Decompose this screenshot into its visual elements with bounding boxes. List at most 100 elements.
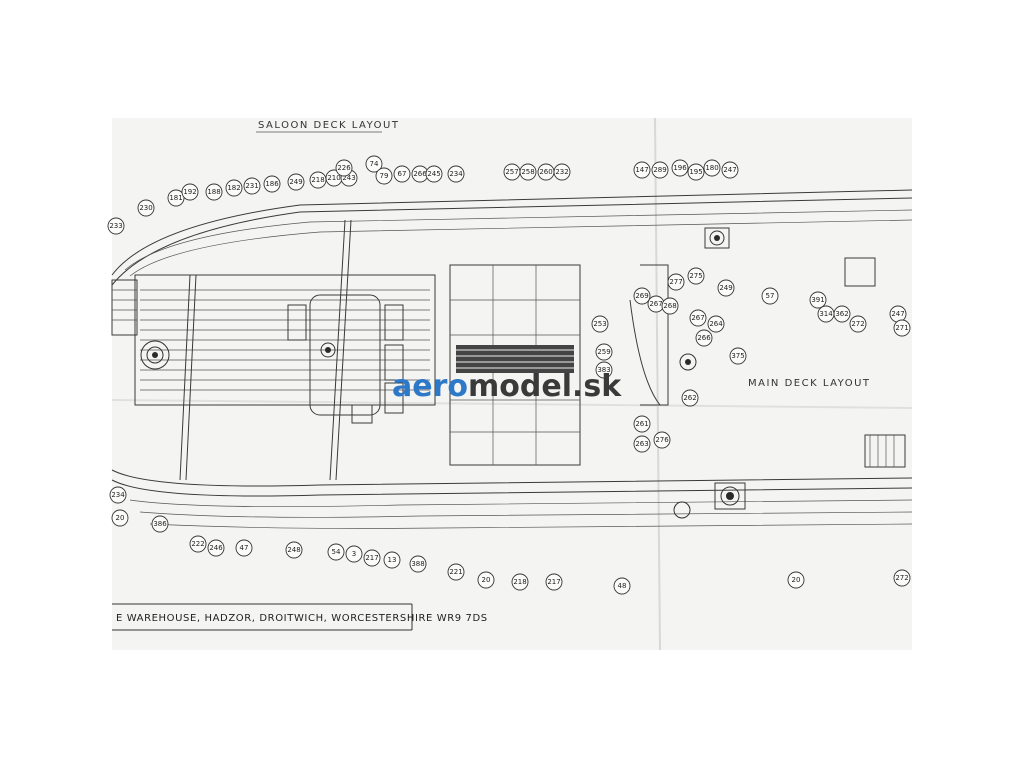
callout-289: 289 <box>651 161 669 179</box>
svg-text:147: 147 <box>635 166 648 174</box>
callout-226: 226 <box>335 159 353 177</box>
address-box: E WAREHOUSE, HADZOR, DROITWICH, WORCESTE… <box>112 603 488 631</box>
callout-386: 386 <box>151 515 169 533</box>
svg-text:267: 267 <box>649 300 662 308</box>
svg-text:54: 54 <box>332 548 341 556</box>
svg-text:217: 217 <box>365 554 378 562</box>
callout-383: 383 <box>595 361 613 379</box>
callout-196: 196 <box>671 159 689 177</box>
svg-text:48: 48 <box>618 582 627 590</box>
callout-74: 74 <box>365 155 383 173</box>
callout-195: 195 <box>687 163 705 181</box>
svg-text:289: 289 <box>653 166 666 174</box>
callout-258: 258 <box>519 163 537 181</box>
callout-271: 271 <box>893 319 911 337</box>
callout-180: 180 <box>703 159 721 177</box>
callout-388: 388 <box>409 555 427 573</box>
svg-text:386: 386 <box>153 520 167 528</box>
callout-272: 272 <box>893 569 911 587</box>
svg-text:247: 247 <box>723 166 736 174</box>
svg-text:269: 269 <box>635 292 648 300</box>
main-deck-hatch <box>844 257 906 468</box>
svg-text:249: 249 <box>289 178 302 186</box>
svg-text:314: 314 <box>819 310 833 318</box>
svg-text:272: 272 <box>895 574 908 582</box>
rails <box>179 219 352 481</box>
callout-217: 217 <box>363 549 381 567</box>
callout-20: 20 <box>477 571 495 589</box>
svg-text:221: 221 <box>449 568 462 576</box>
svg-text:245: 245 <box>427 170 440 178</box>
svg-text:272: 272 <box>851 320 864 328</box>
callout-275: 275 <box>687 267 705 285</box>
svg-text:383: 383 <box>597 366 610 374</box>
svg-text:180: 180 <box>705 164 718 172</box>
svg-text:230: 230 <box>139 204 152 212</box>
windlass <box>629 264 697 519</box>
fold-line-horizontal <box>111 399 913 409</box>
callout-182: 182 <box>225 179 243 197</box>
svg-text:243: 243 <box>342 174 355 182</box>
callout-54: 54 <box>327 543 345 561</box>
callout-314: 314 <box>817 305 835 323</box>
callout-218: 218 <box>511 573 529 591</box>
passenger-seat-grid <box>449 264 581 466</box>
svg-text:249: 249 <box>719 284 732 292</box>
svg-text:195: 195 <box>689 168 702 176</box>
svg-text:271: 271 <box>895 324 908 332</box>
callout-234: 234 <box>447 165 465 183</box>
svg-text:20: 20 <box>482 576 491 584</box>
svg-text:210: 210 <box>327 174 340 182</box>
svg-text:74: 74 <box>370 160 379 168</box>
svg-text:3: 3 <box>352 550 356 558</box>
svg-text:391: 391 <box>811 296 824 304</box>
svg-text:262: 262 <box>683 394 696 402</box>
watermark-brand: aero <box>392 369 468 404</box>
callout-259: 259 <box>595 343 613 361</box>
svg-text:257: 257 <box>505 168 518 176</box>
svg-text:218: 218 <box>513 578 526 586</box>
callout-48: 48 <box>613 577 631 595</box>
hull-outline <box>111 189 913 529</box>
fold-line-vertical <box>654 117 661 651</box>
svg-text:276: 276 <box>655 436 669 444</box>
callout-234: 234 <box>109 486 127 504</box>
svg-text:67: 67 <box>398 170 407 178</box>
callout-249: 249 <box>717 279 735 297</box>
callout-262: 262 <box>681 389 699 407</box>
callout-188: 188 <box>205 183 223 201</box>
svg-text:182: 182 <box>227 184 240 192</box>
svg-text:196: 196 <box>673 164 687 172</box>
callout-247: 247 <box>889 305 907 323</box>
callout-276: 276 <box>653 431 671 449</box>
svg-text:13: 13 <box>388 556 397 564</box>
callout-261: 261 <box>633 415 651 433</box>
svg-text:246: 246 <box>209 544 223 552</box>
svg-text:226: 226 <box>337 164 351 172</box>
callout-263: 263 <box>633 435 651 453</box>
svg-text:233: 233 <box>109 222 122 230</box>
svg-text:192: 192 <box>183 188 196 196</box>
svg-text:375: 375 <box>731 352 744 360</box>
svg-text:234: 234 <box>449 170 463 178</box>
callout-245: 245 <box>425 165 443 183</box>
callout-221: 221 <box>447 563 465 581</box>
callout-79: 79 <box>375 167 393 185</box>
main-deck-title: MAIN DECK LAYOUT <box>748 378 871 389</box>
svg-text:181: 181 <box>169 194 182 202</box>
callout-231: 231 <box>243 177 261 195</box>
callout-267: 267 <box>647 295 665 313</box>
svg-text:79: 79 <box>380 172 389 180</box>
svg-text:260: 260 <box>539 168 552 176</box>
callout-260: 260 <box>537 163 555 181</box>
address-text: E WAREHOUSE, HADZOR, DROITWICH, WORCESTE… <box>116 613 488 624</box>
callout-268: 268 <box>661 297 679 315</box>
callout-253: 253 <box>591 315 609 333</box>
svg-text:20: 20 <box>792 576 801 584</box>
callout-391: 391 <box>809 291 827 309</box>
callout-269: 269 <box>633 287 651 305</box>
svg-text:259: 259 <box>597 348 610 356</box>
svg-text:268: 268 <box>663 302 676 310</box>
callout-186: 186 <box>263 175 281 193</box>
